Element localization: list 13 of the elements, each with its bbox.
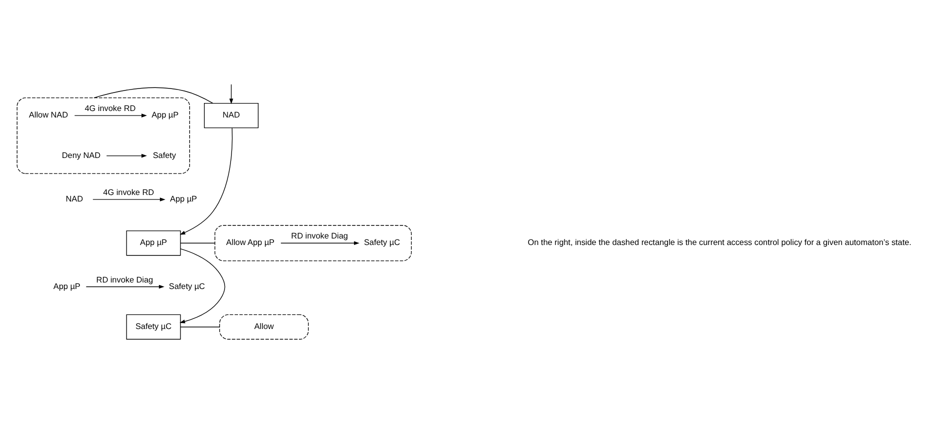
connector: [180, 326, 220, 328]
arrow: [92, 198, 166, 202]
connector: [180, 242, 216, 244]
arrow: [106, 154, 147, 158]
arrow: [180, 128, 233, 235]
arrow: [229, 84, 234, 104]
connector: [94, 87, 214, 104]
arrow: [86, 284, 164, 289]
arrow: [280, 241, 360, 246]
cluster: [214, 225, 412, 262]
cluster: [16, 97, 190, 174]
arrow: [180, 248, 226, 324]
arrow: [74, 114, 147, 118]
